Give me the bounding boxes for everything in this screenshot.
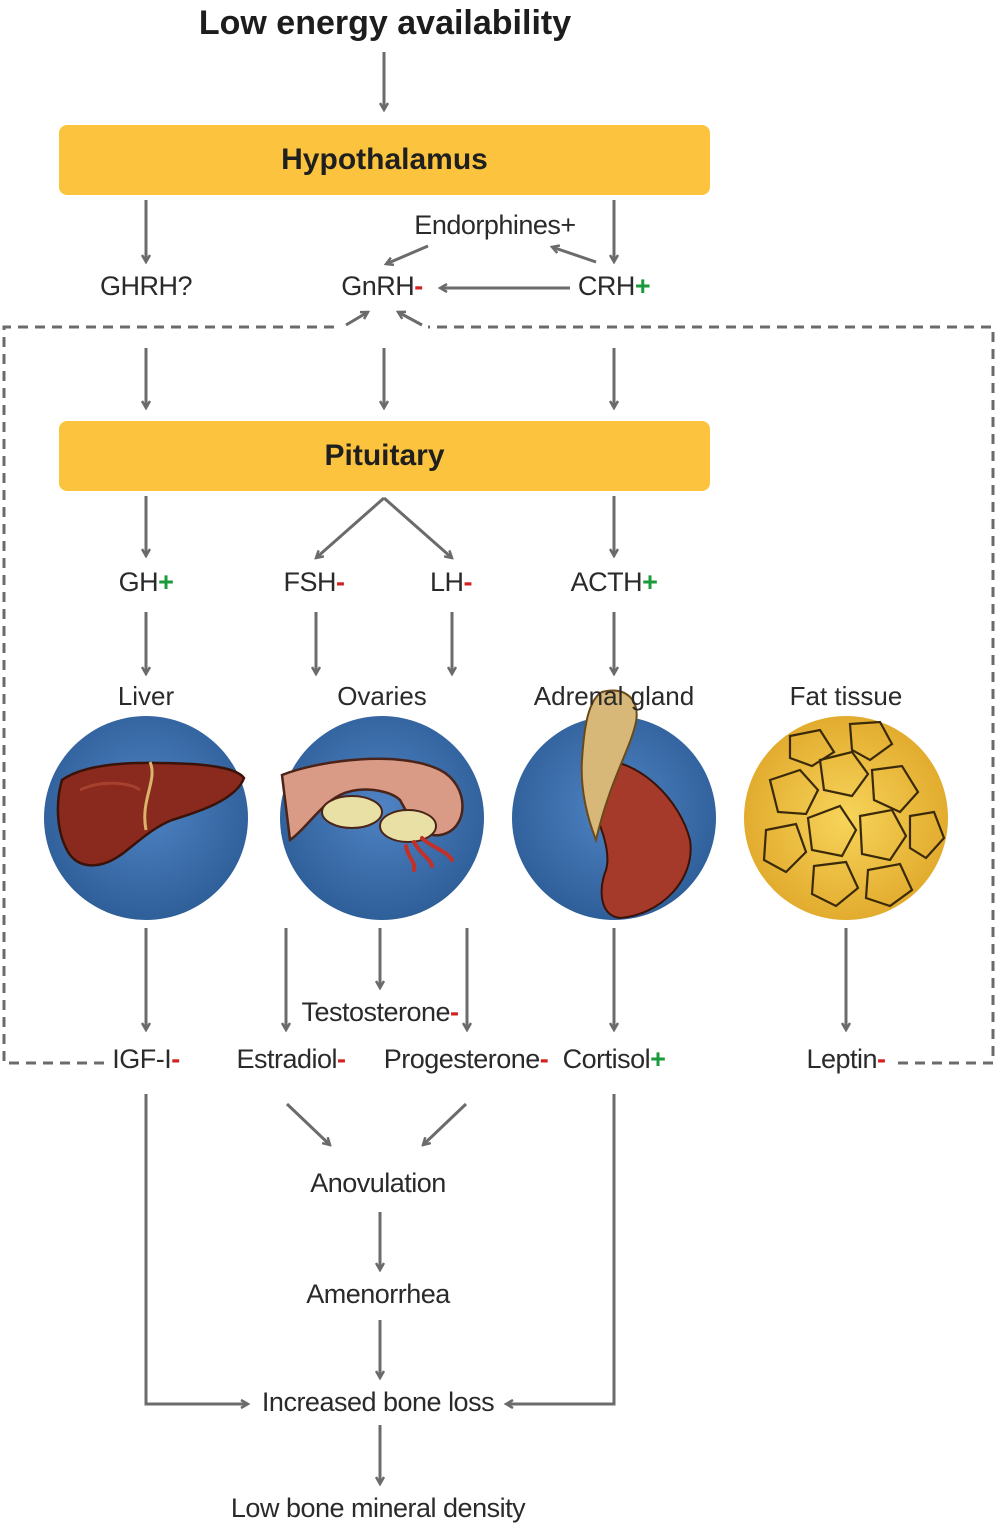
hormone-leptin: Leptin- — [806, 1044, 886, 1074]
hormone-gnrh-name: GnRH — [341, 271, 415, 301]
hormone-testosterone-name: Testosterone — [301, 997, 451, 1027]
hormone-testosterone: Testosterone- — [301, 997, 459, 1027]
arrow-endorphines-gnrh — [386, 244, 429, 264]
pituitary-band: Pituitary — [59, 421, 710, 491]
hormone-gh: GH+ — [119, 569, 174, 596]
hormone-lh-name: LH — [429, 567, 464, 597]
hormone-cortisol-sign: + — [650, 1044, 666, 1074]
hormone-igf-sign: - — [171, 1044, 180, 1074]
hormone-progesterone: Progesterone- — [384, 1046, 549, 1073]
hormone-gnrh: GnRH- — [341, 273, 423, 300]
hormone-igf: IGF-I- — [112, 1046, 180, 1073]
liver-illustration — [44, 716, 248, 920]
hormone-fsh-sign: - — [336, 567, 345, 597]
arrow-pit-fsh — [316, 496, 385, 558]
hormone-acth-name: ACTH — [570, 567, 643, 597]
hormone-estradiol: Estradiol- — [236, 1044, 346, 1074]
hormone-testosterone-sign: - — [450, 997, 459, 1027]
hormone-crh: CRH+ — [577, 271, 651, 301]
hormone-progesterone-sign: - — [539, 1044, 549, 1074]
arrow-estradiol-anovulation — [285, 1102, 330, 1145]
organ-fat-label: Fat tissue — [789, 681, 903, 711]
outcome-amenorrhea: Amenorrhea — [306, 1279, 450, 1309]
hormone-leptin-name: Leptin — [806, 1044, 878, 1074]
diagram-title: Low energy availability — [198, 4, 572, 42]
arrow-crh-endorphines — [552, 247, 597, 264]
hypothalamus-band: Hypothalamus — [59, 125, 710, 195]
outcome-bone-loss: Increased bone loss — [261, 1387, 495, 1417]
pituitary-label: Pituitary — [324, 439, 445, 472]
hormone-lh-sign: - — [463, 567, 473, 597]
hormone-lh: LH- — [430, 569, 472, 596]
organ-adrenal-label: Adrenal gland — [533, 681, 695, 711]
hormone-acth-sign: + — [642, 567, 658, 597]
arrow-pit-lh — [383, 496, 452, 558]
hormone-fsh: FSH- — [284, 569, 345, 596]
hormone-crh-name: CRH — [577, 271, 636, 301]
hormone-leptin-sign: - — [877, 1044, 886, 1074]
hormone-estradiol-sign: - — [337, 1044, 346, 1074]
organ-ovaries-label: Ovaries — [337, 681, 427, 711]
outcome-low-bmd: Low bone mineral density — [230, 1493, 526, 1523]
feedback-dashed-right — [428, 325, 995, 1065]
hormone-endorphines: Endorphines+ — [414, 210, 576, 240]
hormone-cortisol-name: Cortisol — [562, 1044, 651, 1074]
hormone-endorphines-name: Endorphines+ — [414, 210, 576, 240]
hormone-cortisol: Cortisol+ — [563, 1046, 666, 1073]
hypothalamus-label: Hypothalamus — [281, 143, 488, 176]
organ-liver-label: Liver — [117, 681, 175, 711]
outcome-anovulation: Anovulation — [310, 1168, 446, 1198]
feedback-arrow-right — [398, 312, 423, 327]
hormone-ghrh: GHRH? — [99, 271, 193, 301]
hormone-gnrh-sign: - — [414, 271, 423, 301]
arrow-igf-boneloss — [144, 1094, 248, 1404]
hormone-fsh-name: FSH — [283, 567, 337, 597]
adrenal-illustration — [512, 689, 716, 920]
arrow-progesterone-anovulation — [423, 1102, 468, 1145]
hormone-estradiol-name: Estradiol — [236, 1044, 338, 1074]
hormone-acth: ACTH+ — [571, 569, 658, 596]
ovaries-illustration — [280, 716, 484, 920]
hormone-ghrh-name: GHRH? — [99, 271, 193, 301]
feedback-dashed-left — [2, 325, 340, 1065]
hormone-igf-name: IGF-I — [112, 1044, 172, 1074]
arrow-cortisol-boneloss — [506, 1094, 616, 1404]
feedback-arrow-left — [345, 310, 368, 327]
hormone-gh-sign: + — [158, 567, 174, 597]
hormone-crh-sign: + — [634, 271, 651, 301]
hormone-gh-name: GH — [118, 567, 159, 597]
hormone-progesterone-name: Progesterone — [383, 1044, 541, 1074]
fat-tissue-illustration — [744, 716, 948, 920]
